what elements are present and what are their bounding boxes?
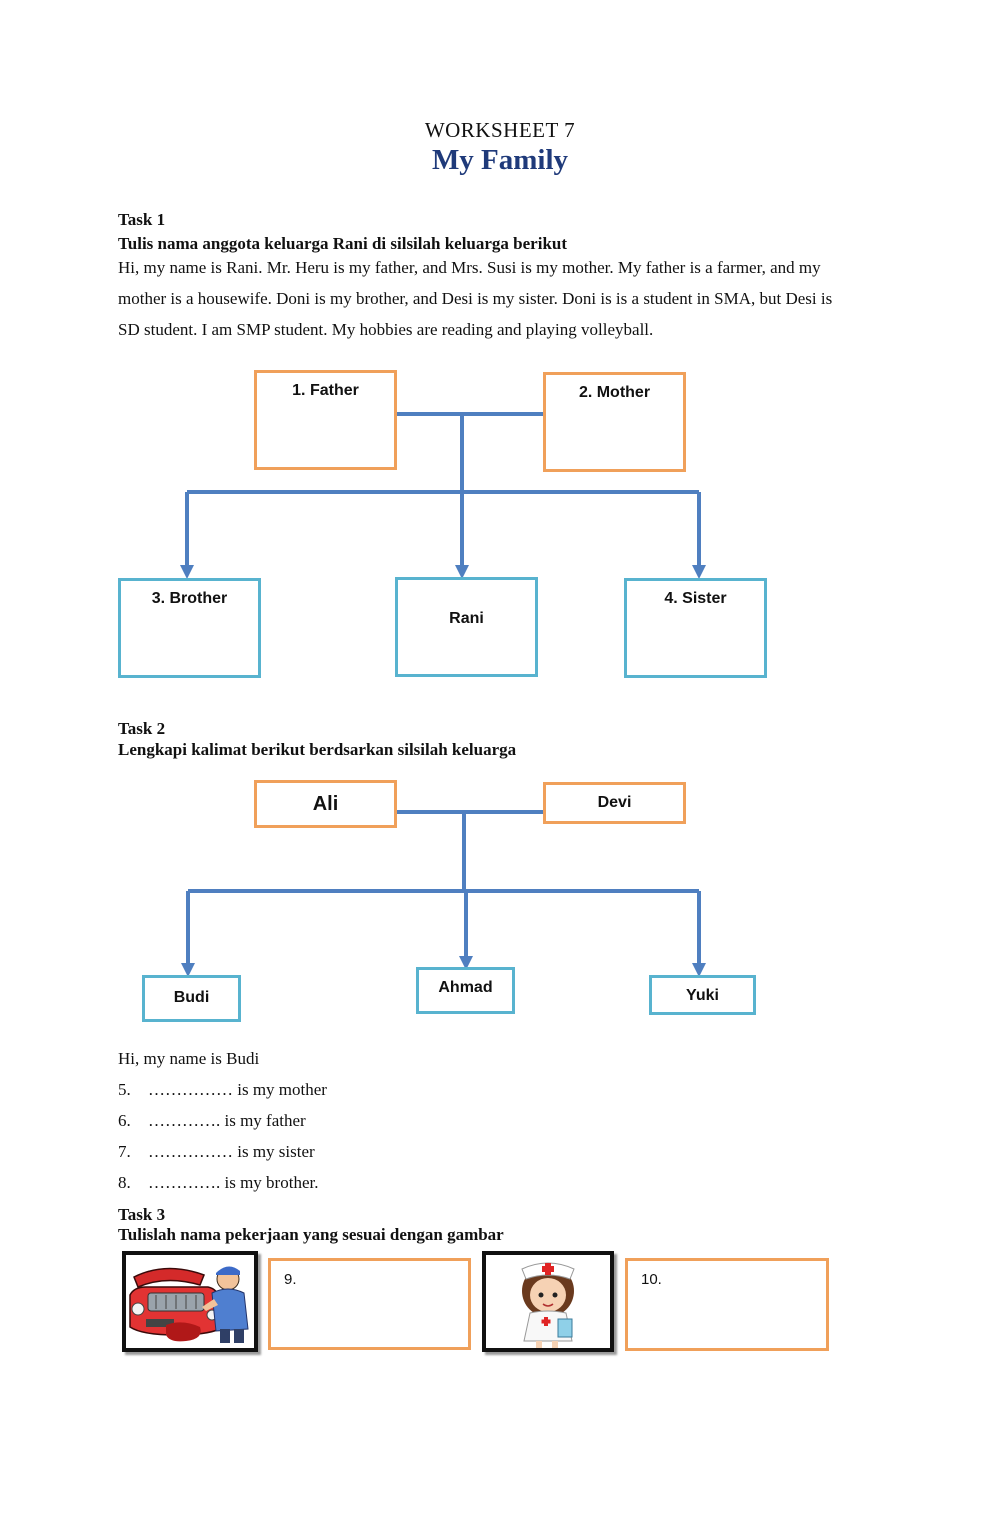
nurse-picture xyxy=(482,1251,614,1352)
arrowhead-icon xyxy=(181,963,195,977)
arrowhead-icon xyxy=(692,963,706,977)
tree-label: Ahmad xyxy=(438,979,493,996)
arrowhead-icon xyxy=(180,565,194,579)
tree-box-mother[interactable]: 2. Mother xyxy=(543,372,686,472)
tree-label: Budi xyxy=(173,989,210,1006)
tree-label: Devi xyxy=(597,794,632,811)
worksheet-number: WORKSHEET 7 xyxy=(424,118,576,142)
tree-label: 2. Mother xyxy=(578,384,651,401)
task3-heading: Task 3 xyxy=(118,1205,166,1224)
sentence-7[interactable]: 7. …………… is my sister xyxy=(118,1142,315,1162)
sentence-number: 7. xyxy=(118,1142,131,1161)
sentence-8[interactable]: 8. …………. is my brother. xyxy=(118,1173,318,1193)
task1-story: Hi, my name is Rani. Mr. Heru is my fath… xyxy=(118,252,888,345)
tree-label: 3. Brother xyxy=(151,590,228,607)
answer-number: 9. xyxy=(284,1271,297,1288)
sentence-text: …………. is my brother. xyxy=(148,1173,319,1192)
tree-box-sister[interactable]: 4. Sister xyxy=(624,578,767,678)
sentence-text: …………… is my sister xyxy=(148,1142,315,1161)
answer-box-9[interactable]: 9. xyxy=(268,1258,471,1350)
task1-instruction: Tulis nama anggota keluarga Rani di sils… xyxy=(118,234,568,253)
arrowhead-icon xyxy=(459,956,473,970)
sentence-5[interactable]: 5. …………… is my mother xyxy=(118,1080,327,1100)
answer-number: 10. xyxy=(641,1271,662,1288)
tree-box-father[interactable]: 1. Father xyxy=(254,370,397,470)
mechanic-icon xyxy=(126,1255,254,1348)
arrowhead-icon xyxy=(692,565,706,579)
tree-box-devi: Devi xyxy=(543,782,686,824)
sentence-6[interactable]: 6. …………. is my father xyxy=(118,1111,306,1131)
sentence-number: 8. xyxy=(118,1173,131,1192)
sentence-number: 5. xyxy=(118,1080,131,1099)
tree-box-rani[interactable]: Rani xyxy=(395,577,538,677)
sentence-text: …………… is my mother xyxy=(148,1080,327,1099)
tree-box-ahmad: Ahmad xyxy=(416,967,515,1014)
tree-label: 4. Sister xyxy=(664,590,727,607)
sentence-number: 6. xyxy=(118,1111,131,1130)
tree-label: Yuki xyxy=(686,987,719,1004)
task2-instruction: Lengkapi kalimat berikut berdsarkan sils… xyxy=(118,740,517,759)
nurse-icon xyxy=(486,1255,610,1348)
task2-tree-connectors xyxy=(181,810,706,977)
story-line: mother is a housewife. Doni is my brothe… xyxy=(118,289,833,308)
tree-box-ali: Ali xyxy=(254,780,397,828)
story-line: SD student. I am SMP student. My hobbies… xyxy=(118,320,654,339)
task3-instruction: Tulislah nama pekerjaan yang sesuai deng… xyxy=(118,1225,504,1244)
task1-tree-connectors xyxy=(180,412,706,579)
sentence-text: …………. is my father xyxy=(148,1111,306,1130)
tree-label: 1. Father xyxy=(292,382,359,399)
task2-heading: Task 2 xyxy=(118,719,166,738)
page-title: My Family xyxy=(431,144,569,176)
tree-box-yuki: Yuki xyxy=(649,975,756,1015)
story-line: Hi, my name is Rani. Mr. Heru is my fath… xyxy=(118,258,821,277)
tree-box-brother[interactable]: 3. Brother xyxy=(118,578,261,678)
tree-box-budi: Budi xyxy=(142,975,241,1022)
tree-label: Ali xyxy=(312,793,339,815)
task2-intro: Hi, my name is Budi xyxy=(118,1049,260,1068)
arrowhead-icon xyxy=(455,565,469,579)
tree-label: Rani xyxy=(449,610,484,627)
answer-box-10[interactable]: 10. xyxy=(625,1258,829,1351)
mechanic-picture xyxy=(122,1251,258,1352)
task1-heading: Task 1 xyxy=(118,210,166,229)
